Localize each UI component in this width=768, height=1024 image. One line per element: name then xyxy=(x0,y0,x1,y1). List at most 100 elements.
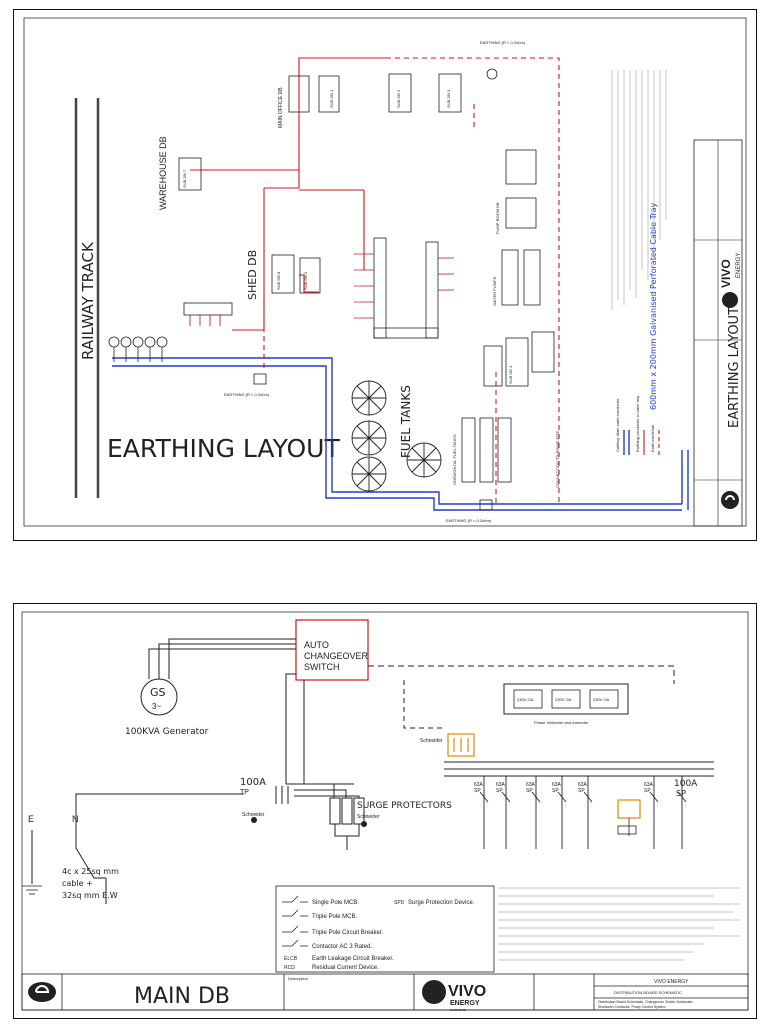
shed-db-box-2 xyxy=(299,257,321,294)
dashed-earth-lines xyxy=(263,57,560,504)
sub-db-box-6 xyxy=(505,149,537,185)
earth-label-top: EARTHING (R < 0.2ohm) xyxy=(480,40,526,45)
spd-label: SURGE PROTECTORS xyxy=(357,801,452,811)
outgoing-breakers xyxy=(479,776,687,849)
meter-label-1: 230V OA xyxy=(517,697,534,702)
main-office-db-box-2 xyxy=(318,75,340,113)
brand-logo-text-2: VIVO xyxy=(448,983,486,1000)
main-db-drawing: AUTO CHANGEOVER SWITCH GS 3~ 100KVA Gene… xyxy=(21,611,749,1012)
meter-boxes xyxy=(513,689,619,709)
sub-db-4-label: SUB DB 2 xyxy=(396,89,401,108)
legend-elcb: Earth Leakage Circuit Breaker. xyxy=(312,956,394,962)
panel-board-feeds xyxy=(189,315,221,326)
tb-desc-2: Shutdown Contactor, Pump Control System xyxy=(598,1005,666,1009)
main-breaker-poles: TP xyxy=(240,789,249,796)
legend-spd-code: SPD xyxy=(394,900,405,906)
legend-rcd-code: RCD xyxy=(284,965,295,971)
tb-drawing: DISTRIBUTION BOARD SCHEMATIC xyxy=(614,990,682,995)
legend-item-tray: Earthing conductor in cable tray xyxy=(635,396,640,452)
brand-logo-sub-2: ENERGY xyxy=(450,1000,480,1007)
inner-border xyxy=(23,17,747,527)
earth-label-left: EARTHING (R < 0.2ohm) xyxy=(224,392,270,397)
svg-text:SP: SP xyxy=(644,788,651,794)
ats-label-3: SWITCH xyxy=(304,662,340,672)
svg-text:100A: 100A xyxy=(674,779,698,789)
brand-globe-icon-2 xyxy=(422,980,446,1004)
main-breaker-icon xyxy=(275,786,289,804)
warehouse-db-box xyxy=(178,157,202,191)
connection-label: CONNECTION TO PRIME SITE xyxy=(555,430,560,488)
vivo-logo-icon-2 xyxy=(28,982,56,1002)
sub-db-box-5 xyxy=(438,73,462,113)
fuel-tanks xyxy=(351,380,442,492)
title-block xyxy=(693,139,743,527)
svg-text:63A: 63A xyxy=(526,782,536,788)
svg-text:SP: SP xyxy=(496,788,503,794)
warehouse-db-label: WAREHOUSE DB xyxy=(158,136,168,210)
cable-note-2: cable + xyxy=(62,879,93,888)
svg-text:SP: SP xyxy=(676,789,686,798)
notes-block xyxy=(611,70,667,310)
brand-globe-icon xyxy=(722,292,738,308)
brand-country: ZIMBABWE xyxy=(450,1008,466,1012)
inner-border-2 xyxy=(21,611,749,1011)
cable-tray-note: 600mm x 200mm Galvanised Perforated Cabl… xyxy=(649,202,658,410)
earth-electrode-group xyxy=(108,336,168,362)
legend-box xyxy=(275,885,495,973)
title-block-2 xyxy=(21,973,749,1011)
shed-sub-db-1: SUB DB 8 xyxy=(276,271,281,290)
fuel-dispenser-manifold xyxy=(373,237,439,339)
contactor-schneider: Schneider xyxy=(420,738,443,744)
title-block-title: EARTHING LAYOUT xyxy=(727,307,742,428)
shed-sub-db-2: SUB DB 9 xyxy=(303,271,308,290)
ats-label-1: AUTO xyxy=(304,640,329,650)
legend-item-electrode: Earth electrode xyxy=(650,424,655,452)
control-dashed-line xyxy=(403,680,444,729)
sub-db-5-label: SUB DB 3 xyxy=(446,89,451,108)
main-office-db-box-1 xyxy=(288,75,310,113)
earth-label-bottom: EARTHING (R < 0.2ohm) xyxy=(446,518,492,523)
water-pumps-label: WATER PUMPS xyxy=(492,276,497,306)
horizontal-fuel-tanks-label: HORIZONTAL FUEL TANKS xyxy=(452,434,457,485)
surge-protector-block xyxy=(329,797,365,850)
main-office-sub-db: SUB DB 1 xyxy=(329,89,334,108)
shutdown-contactor xyxy=(447,733,475,757)
supply-neutral: N xyxy=(72,814,79,824)
legend-single-pole: Single Pole MCB. xyxy=(312,900,359,906)
legend-contactor: Contactor AC 3 Rated. xyxy=(312,944,372,950)
meter-supply-line xyxy=(368,665,675,684)
main-db-sheet: AUTO CHANGEOVER SWITCH GS 3~ 100KVA Gene… xyxy=(13,603,757,1019)
pump-control-relay xyxy=(617,799,641,836)
dispenser-feeds xyxy=(354,253,454,319)
legend-item-main: Cabling: Main earth conductor xyxy=(615,398,620,452)
svg-text:63A: 63A xyxy=(496,782,506,788)
earth-pit-bottom xyxy=(479,499,493,511)
layout-title: EARTHING LAYOUT xyxy=(107,434,340,463)
generator-phase: 3~ xyxy=(152,702,161,711)
sub-db-6-label: SUB DB 4 xyxy=(508,365,513,384)
panel-board xyxy=(183,302,233,316)
legend-circuit-breaker: Triple Pole Circuit Breaker. xyxy=(312,930,383,936)
meter-caption: Phase Voltmeter and Ammeter xyxy=(534,720,589,725)
legend-elcb-code: ELCB xyxy=(284,956,298,962)
control-panel-3 xyxy=(531,331,555,373)
ats-outputs xyxy=(285,673,305,784)
legend-spd: Surge Protection Device. xyxy=(408,900,475,906)
railway-label: RAILWAY TRACK xyxy=(79,241,97,360)
meter-label-3: 230V OA xyxy=(593,697,610,702)
vivo-logo-icon xyxy=(721,491,739,509)
brand-logo-text: VIVO xyxy=(719,259,733,288)
sub-db-box-4 xyxy=(388,73,412,113)
main-db-title: MAIN DB xyxy=(134,984,230,1009)
generator-label: 100KVA Generator xyxy=(125,727,209,737)
shed-db-box-1 xyxy=(271,254,295,294)
svg-text:63A: 63A xyxy=(578,782,588,788)
brand-logo-sub: ENERGY xyxy=(736,253,742,278)
warehouse-sub-db: SUB DB 7 xyxy=(182,169,187,188)
svg-text:SP: SP xyxy=(526,788,533,794)
cable-note-3: 32sq mm E.W xyxy=(62,891,118,900)
legend-triple-pole: Triple Pole MCB. xyxy=(312,914,357,920)
main-busbar xyxy=(286,761,714,785)
control-panel-2 xyxy=(505,337,529,387)
water-pump-2 xyxy=(523,249,541,306)
